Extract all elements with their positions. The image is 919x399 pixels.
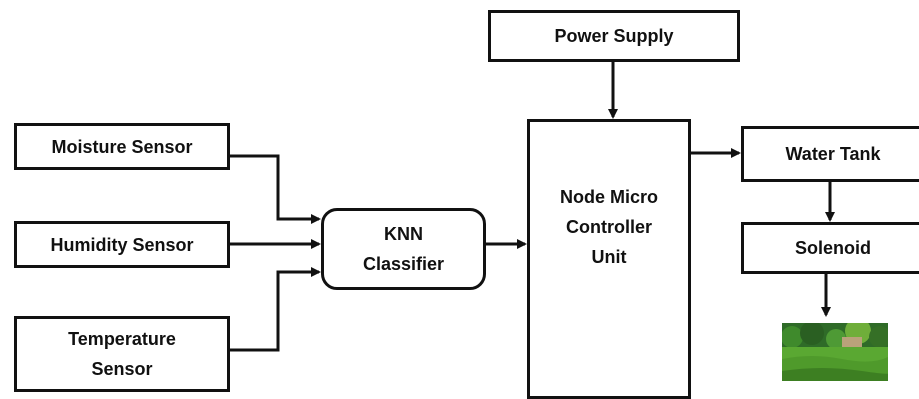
humidity-sensor-block: Humidity Sensor <box>14 221 230 268</box>
knn-classifier-label-line1: KNN <box>383 224 423 244</box>
node-mcu-label-line1: Node Micro <box>559 187 658 207</box>
solenoid-label: Solenoid <box>795 238 871 258</box>
water-tank-block: Water Tank <box>741 126 919 182</box>
water-tank-label: Water Tank <box>785 144 881 164</box>
node-mcu-label-line3: Unit <box>591 247 627 267</box>
knn-classifier-label-line2: Classifier <box>362 254 445 274</box>
temperature-sensor-label-line2: Sensor <box>91 359 153 379</box>
garden-lawn-image <box>782 323 888 381</box>
temperature-sensor-block: Temperature Sensor <box>14 316 230 392</box>
power-supply-block: Power Supply <box>488 10 740 62</box>
moisture-sensor-label: Moisture Sensor <box>51 136 193 157</box>
solenoid-block: Solenoid <box>741 222 919 274</box>
arrow-moisture-to-knn <box>230 154 321 224</box>
arrow-temperature-to-knn <box>230 267 321 352</box>
moisture-sensor-block: Moisture Sensor <box>14 123 230 170</box>
humidity-sensor-label: Humidity Sensor <box>50 234 194 255</box>
temperature-sensor-label-line1: Temperature <box>68 329 176 349</box>
power-supply-label: Power Supply <box>554 26 674 46</box>
node-mcu-label-line2: Controller <box>565 217 652 237</box>
knn-classifier-block: KNN Classifier <box>321 208 486 290</box>
node-mcu-block: Node Micro Controller Unit <box>527 119 691 399</box>
